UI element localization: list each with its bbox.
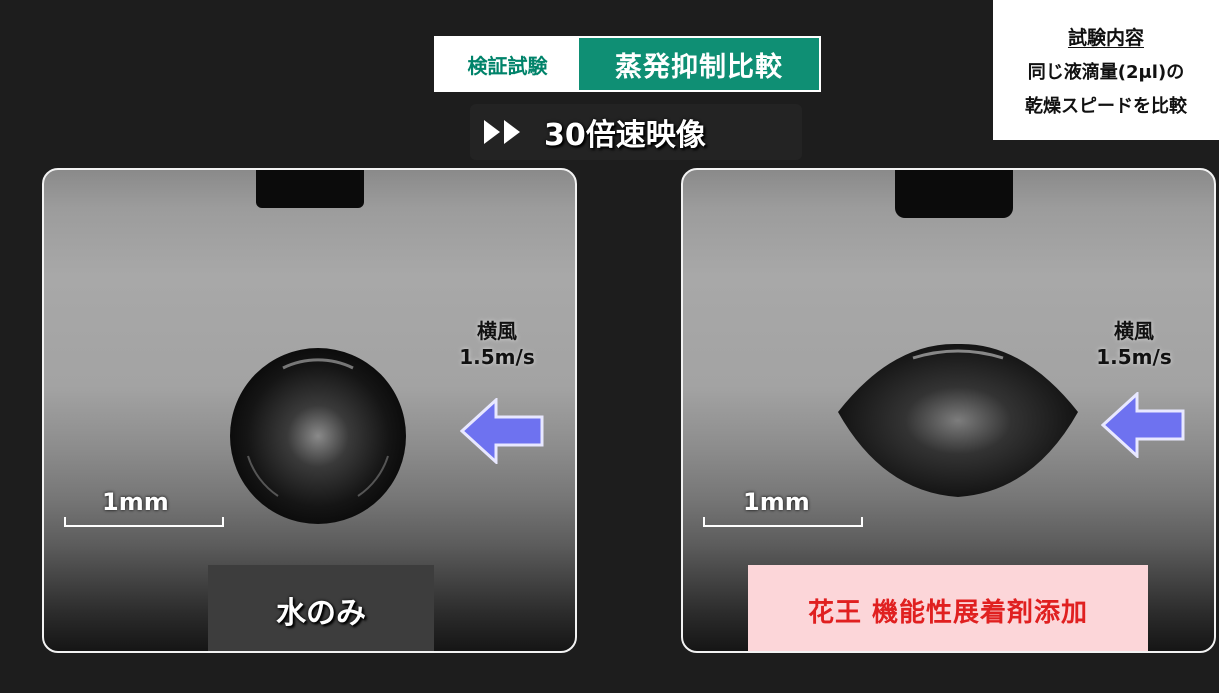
dispenser-needle <box>256 170 364 208</box>
test-badge: 検証試験 蒸発抑制比較 <box>434 36 821 92</box>
scale-bar <box>703 517 863 527</box>
speed-text: 30倍速映像 <box>544 118 706 153</box>
wind-arrow-icon <box>460 398 544 464</box>
dispenser-needle <box>895 170 1013 218</box>
spreader-droplet <box>838 343 1078 497</box>
info-line-1: 同じ液滴量(2μl)の <box>1027 61 1185 83</box>
wind-arrow-icon <box>1101 392 1185 458</box>
speed-label: 30倍速映像 <box>470 104 802 160</box>
test-info-box: 試験内容 同じ液滴量(2μl)の 乾燥スピードを比較 <box>993 0 1219 140</box>
caption-spreader: 花王 機能性展着剤添加 <box>748 565 1148 651</box>
caption-water-only: 水のみ <box>208 565 434 651</box>
wind-label: 横風 1.5m/s <box>1096 319 1172 369</box>
info-title: 試験内容 <box>1067 26 1144 49</box>
badge-title: 蒸発抑制比較 <box>579 38 819 90</box>
video-panel-water: 横風 1.5m/s 1mm 水のみ <box>42 168 577 653</box>
info-line-2: 乾燥スピードを比較 <box>1025 95 1187 117</box>
scale-bar <box>64 517 224 527</box>
scale-label: 1mm <box>102 488 169 516</box>
scale-label: 1mm <box>743 488 810 516</box>
wind-label: 横風 1.5m/s <box>459 319 535 369</box>
fast-forward-icon <box>484 120 520 144</box>
badge-category: 検証試験 <box>436 38 579 90</box>
water-droplet <box>230 348 406 524</box>
video-panel-spreader: 横風 1.5m/s 1mm 花王 機能性展着剤添加 <box>681 168 1216 653</box>
